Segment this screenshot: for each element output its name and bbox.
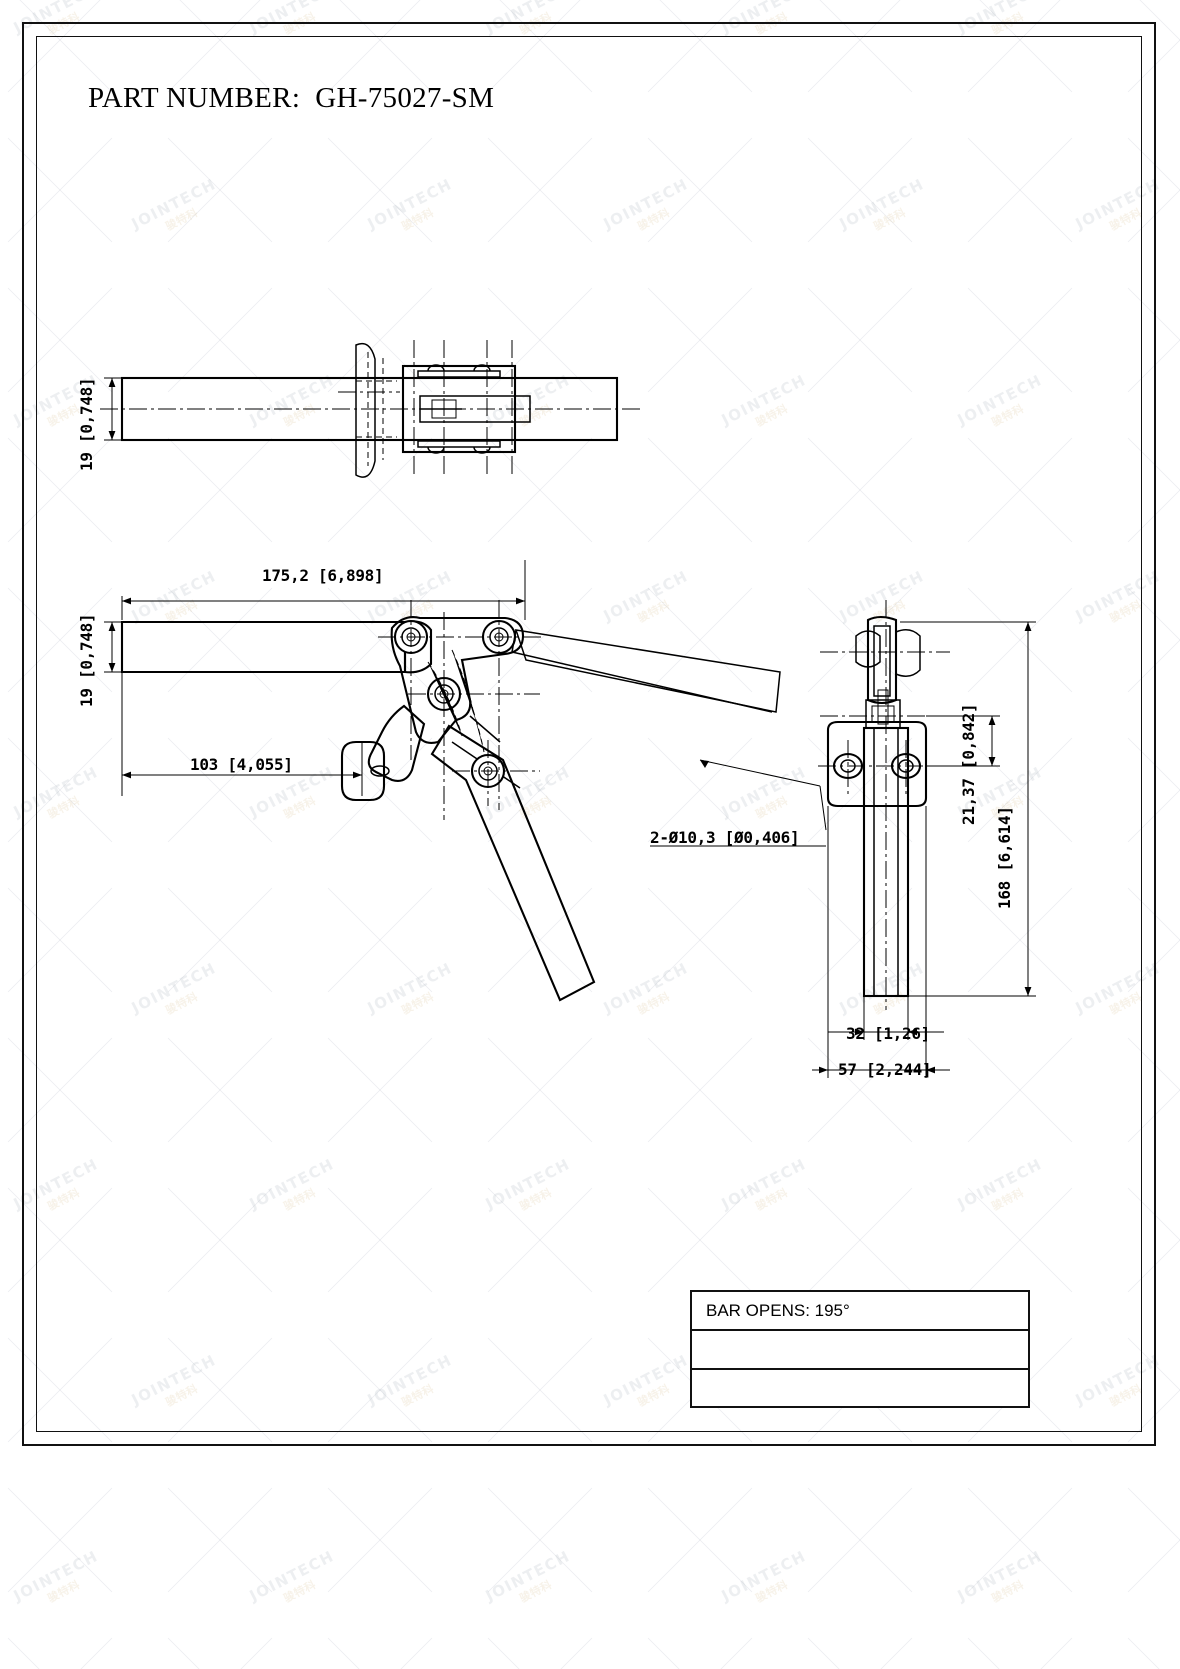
- title-block-row: [692, 1370, 1028, 1409]
- dim-overall-height: 168 [6,614]: [995, 806, 1014, 909]
- dim-overall-length: 175,2 [6,898]: [262, 566, 384, 585]
- sheet-border-inner: [36, 36, 1142, 1432]
- view-front: [104, 560, 827, 1002]
- dim-base-inner-width: 32 [1,26]: [846, 1024, 930, 1043]
- page-title: PART NUMBER: GH-75027-SM: [88, 82, 495, 114]
- dim-base-outer-width: 57 [2,244]: [838, 1060, 932, 1079]
- dim-hole-callout: 2-Ø10,3 [Ø0,406]: [650, 828, 800, 847]
- dim-top-view-height: 19 [0,748]: [77, 377, 96, 471]
- dim-bar-length: 103 [4,055]: [190, 755, 293, 774]
- dim-side-offset: 21,37 [0,842]: [959, 703, 978, 825]
- title-block: BAR OPENS: 195°: [690, 1290, 1030, 1408]
- dim-front-view-height: 19 [0,748]: [77, 613, 96, 707]
- view-side: [812, 600, 1036, 1078]
- bar-opens-label: BAR OPENS: 195°: [706, 1300, 850, 1320]
- view-top: [100, 340, 640, 478]
- title-block-row: BAR OPENS: 195°: [692, 1292, 1028, 1331]
- title-block-row: [692, 1331, 1028, 1370]
- sheet-border-outer: [22, 22, 1156, 1446]
